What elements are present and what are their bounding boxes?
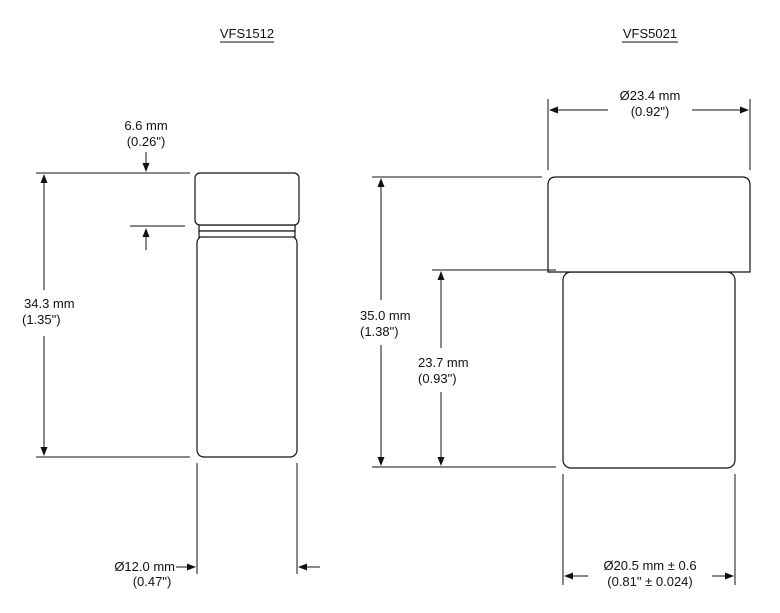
vfs1512-total-height-in: (1.35"): [22, 312, 61, 327]
vfs1512-diameter-arrow-head-right: [298, 563, 307, 571]
vfs5021-cap: [547, 176, 751, 273]
vfs5021-body-height-mm: 23.7 mm: [418, 355, 469, 370]
vfs5021-body-arrow-top: [437, 271, 445, 280]
vfs5021-cap-diameter-mm: Ø23.4 mm: [620, 88, 681, 103]
vfs1512-height-arrow-top: [40, 174, 48, 183]
vfs1512-neck-ring: [198, 224, 296, 232]
vfs1512-neck-ring: [198, 230, 296, 238]
vfs1512-cap-height-mm: 6.6 mm: [124, 118, 167, 133]
vfs1512-vial-body: [196, 235, 298, 458]
vfs5021-cap-diameter-in: (0.92"): [631, 104, 670, 119]
vfs5021-title: VFS5021: [623, 26, 677, 41]
vfs1512-cap-arrow-head-top: [142, 163, 150, 172]
vfs5021-vial-body: [562, 271, 736, 469]
vfs1512-diameter-in: (0.47"): [133, 574, 172, 589]
vfs5021-diameter-arrow-right: [725, 572, 734, 580]
vfs5021-total-height-in: (1.38"): [360, 324, 399, 339]
vfs5021-diameter-arrow-left: [564, 572, 573, 580]
vfs1512-cap-arrow-head-bottom: [142, 228, 150, 237]
vfs1512-total-height-mm: 34.3 mm: [24, 296, 75, 311]
vial-vfs5021: VFS5021 Ø23.4 mm (0.92") 35.0 mm (1.38")…: [360, 26, 751, 589]
vfs5021-height-arrow-top: [377, 178, 385, 187]
vfs1512-diameter-arrow-head-left: [187, 563, 196, 571]
vfs5021-body-arrow-bottom: [437, 457, 445, 466]
vfs1512-height-arrow-bottom: [40, 447, 48, 456]
vfs5021-cap-arrow-left: [549, 106, 558, 114]
vial-vfs1512: VFS1512 6.6 mm (0.26") 34.3 mm (1.35"): [22, 26, 320, 589]
vfs1512-title: VFS1512: [220, 26, 274, 41]
vfs1512-cap: [194, 172, 300, 226]
vfs5021-body-diameter-mm: Ø20.5 mm ± 0.6: [603, 558, 696, 573]
vfs5021-total-height-mm: 35.0 mm: [360, 308, 411, 323]
vfs5021-body-height-in: (0.93"): [418, 371, 457, 386]
vfs5021-body-diameter-in: (0.81" ± 0.024): [607, 574, 692, 589]
vfs1512-cap-height-in: (0.26"): [127, 134, 166, 149]
vfs5021-cap-arrow-right: [740, 106, 749, 114]
vfs5021-height-arrow-bottom: [377, 457, 385, 466]
vfs1512-diameter-mm: Ø12.0 mm: [114, 559, 175, 574]
